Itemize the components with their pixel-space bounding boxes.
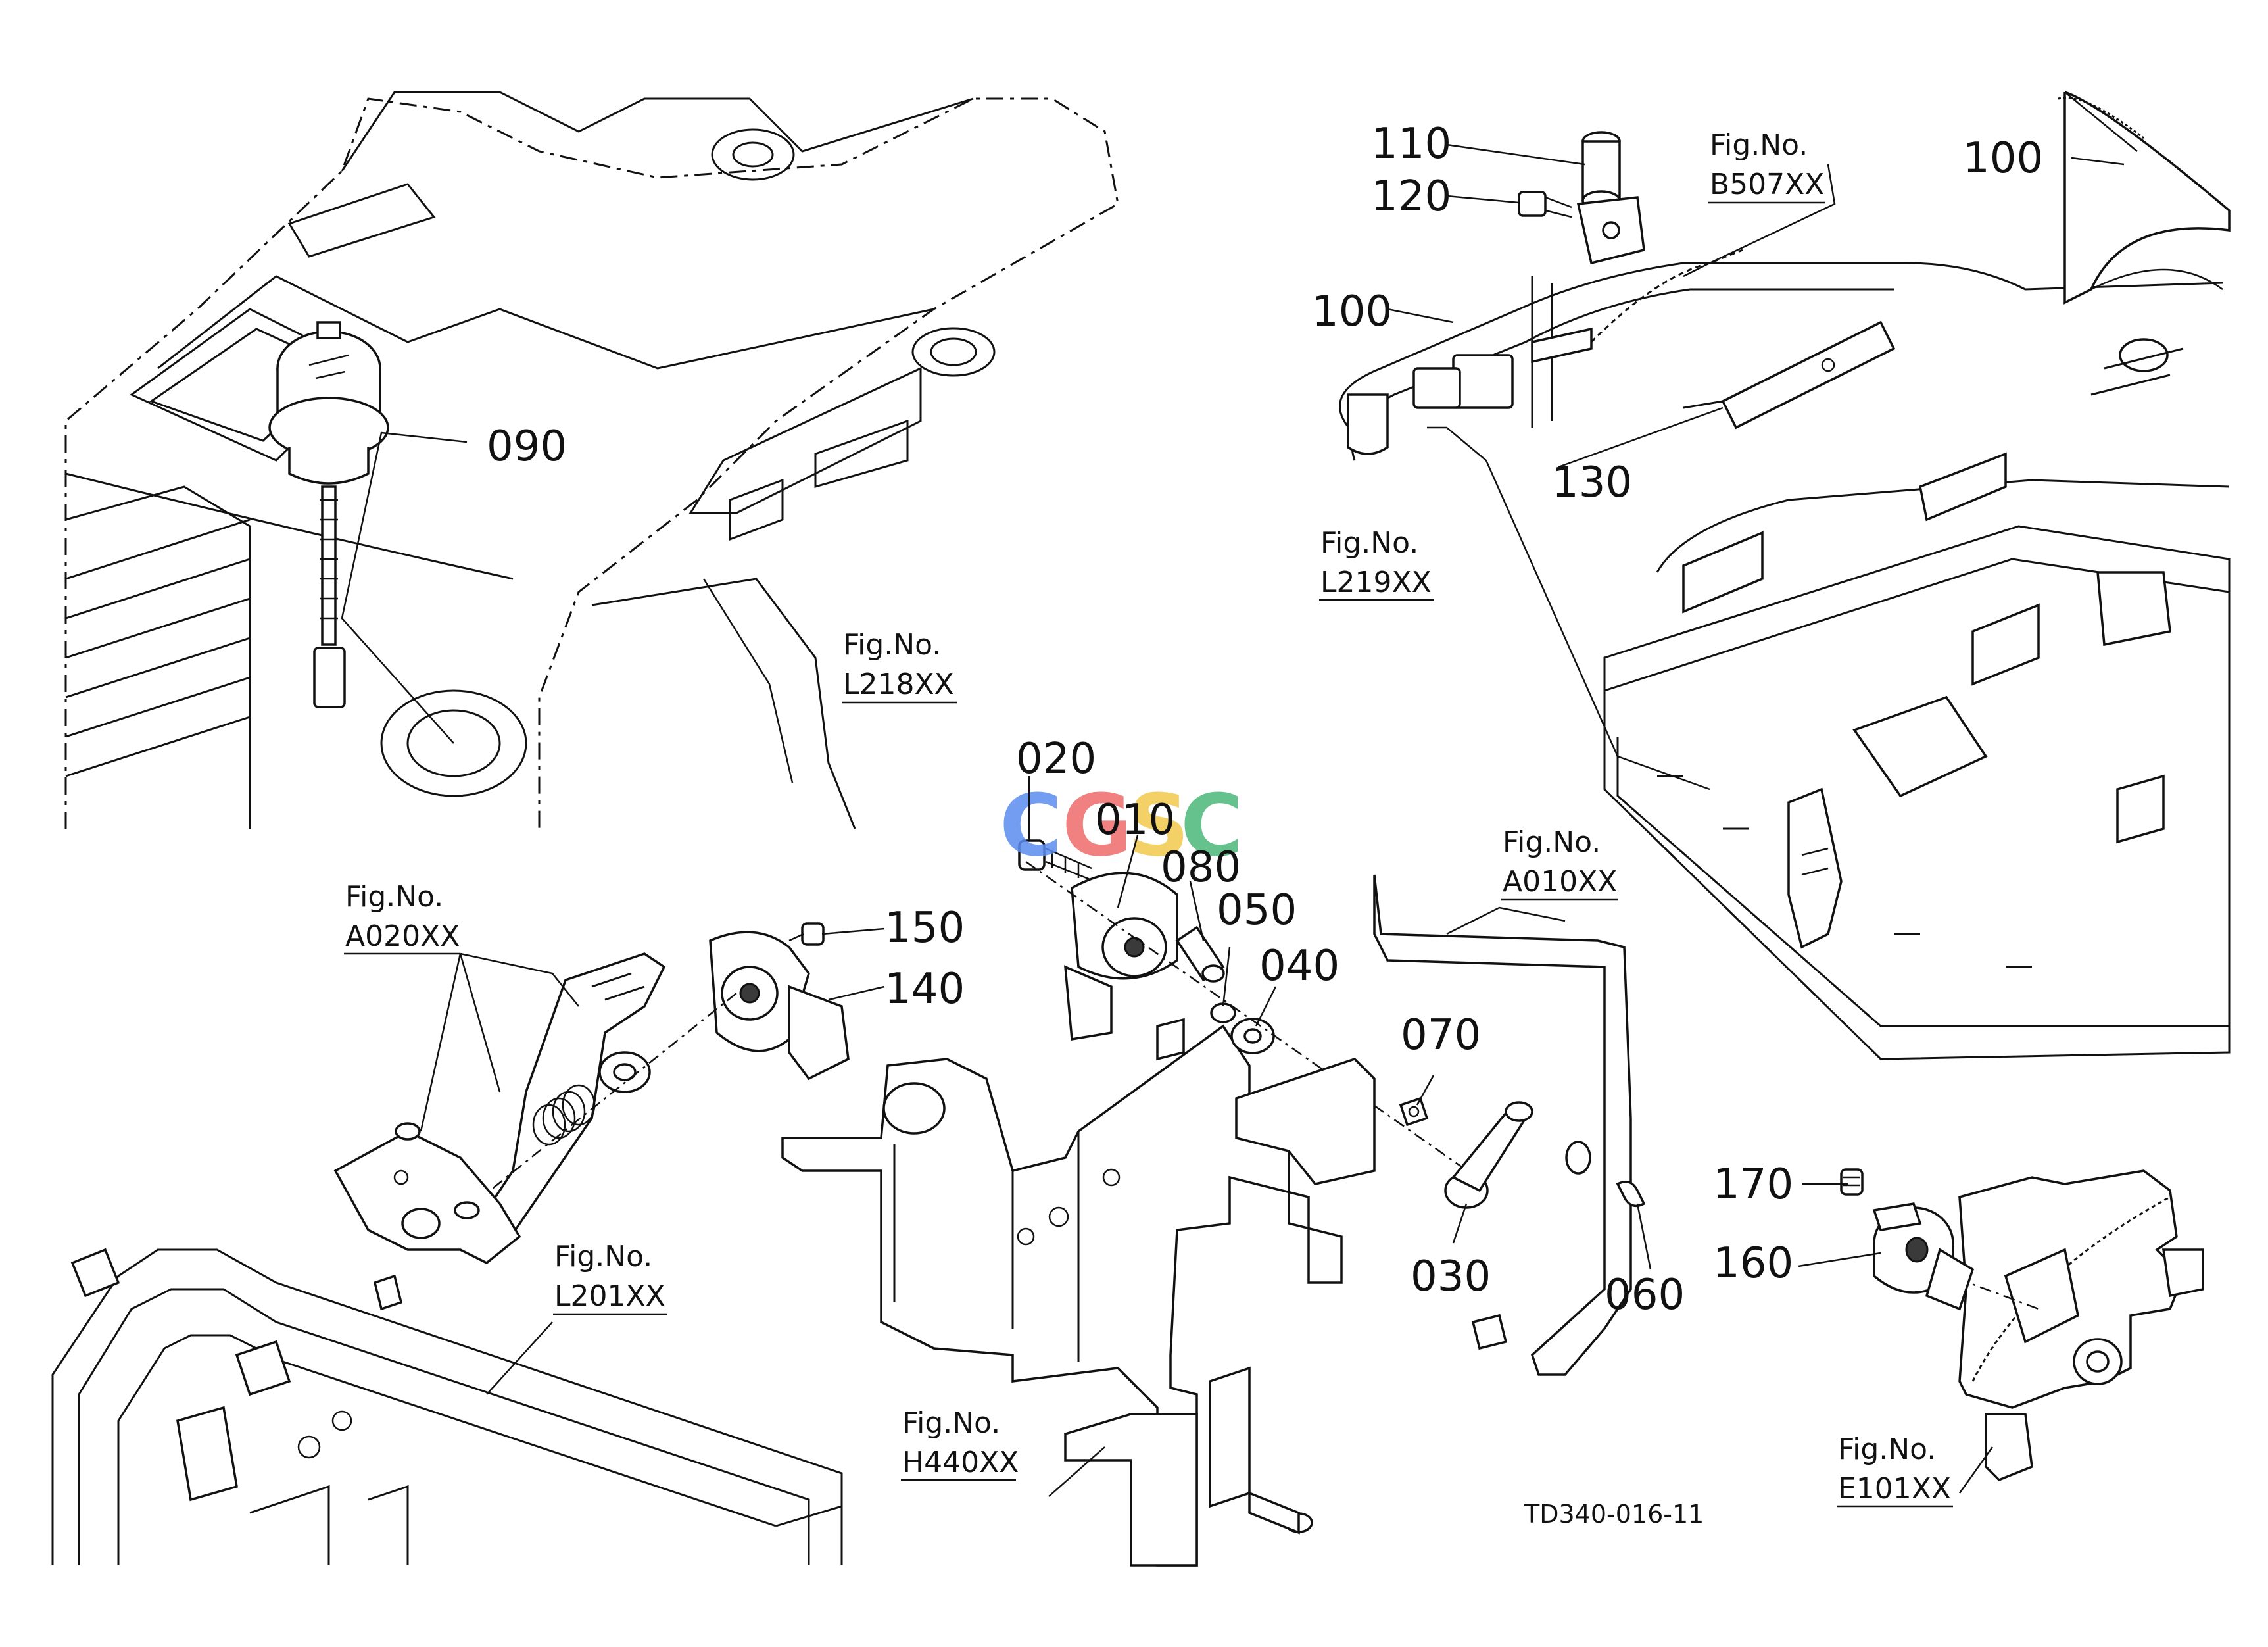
sensor-140 [709, 931, 850, 1081]
label-010: 010 [1095, 796, 1175, 845]
label-160: 160 [1713, 1239, 1793, 1288]
bolt-150 [788, 922, 825, 946]
throttle-linkage-assembly [333, 922, 850, 1311]
fig-ref-E101: Fig.No. E101XX [1837, 1433, 1953, 1508]
bolt-120 [1518, 191, 1572, 218]
label-090: 090 [487, 422, 567, 471]
frame-assembly [51, 1248, 843, 1565]
label-100-right: 100 [1963, 134, 2043, 183]
svg-text:Fig.No.: Fig.No. [1503, 825, 1601, 859]
fig-ref-H440: Fig.No. H440XX [901, 1406, 1019, 1481]
solenoid-110 [1576, 131, 1645, 265]
figure-references: Fig.No. L218XX Fig.No. B507XX Fig.No. L2… [344, 128, 1953, 1508]
fig-ref-A020: Fig.No. A020XX [344, 880, 460, 955]
part-labels: 010 020 030 040 050 060 070 080 090 100 … [487, 120, 2043, 1319]
cable-tie-100-right [2058, 91, 2231, 305]
label-100-left: 100 [1312, 287, 1392, 336]
label-070: 070 [1401, 1011, 1481, 1060]
key-switch-090 [268, 321, 389, 708]
sensor-010 [1063, 872, 1178, 1041]
fender-console-assembly [64, 91, 1119, 829]
wiring-harness-assembly [1339, 91, 2231, 1060]
svg-text:A010XX: A010XX [1503, 865, 1617, 898]
fig-ref-L218: Fig.No. L218XX [842, 628, 957, 704]
washer-040 [1230, 1018, 1275, 1054]
label-110: 110 [1371, 120, 1451, 168]
leader-lines [341, 143, 2125, 1497]
label-080: 080 [1161, 843, 1241, 892]
label-130: 130 [1552, 458, 1632, 507]
svg-text:L201XX: L201XX [554, 1279, 665, 1313]
svg-text:Fig.No.: Fig.No. [1838, 1433, 1936, 1466]
label-150: 150 [884, 904, 965, 952]
svg-text:Fig.No.: Fig.No. [902, 1406, 1000, 1440]
svg-text:L219XX: L219XX [1320, 566, 1432, 599]
label-120: 120 [1371, 172, 1451, 221]
svg-text:C: C [1180, 775, 1243, 875]
svg-text:Fig.No.: Fig.No. [843, 628, 941, 662]
fig-ref-B507: Fig.No. B507XX [1708, 128, 1825, 204]
svg-text:G: G [1062, 775, 1132, 875]
fig-ref-L219: Fig.No. L219XX [1319, 526, 1434, 601]
svg-text:C: C [1000, 775, 1062, 875]
svg-text:L218XX: L218XX [843, 668, 954, 701]
svg-text:Fig.No.: Fig.No. [554, 1240, 652, 1273]
lever-030 [1444, 1101, 1533, 1209]
cotter-pin-060 [1616, 1180, 1646, 1208]
bolt-170 [1840, 1168, 1864, 1196]
sector-sensor-assembly [1840, 1168, 2204, 1482]
label-060: 060 [1604, 1271, 1685, 1319]
label-050: 050 [1217, 886, 1297, 935]
label-030: 030 [1411, 1252, 1491, 1301]
fig-ref-A010: Fig.No. A010XX [1501, 825, 1618, 901]
watermark-logo: C G S C [1000, 775, 1243, 875]
nut-070 [1399, 1096, 1429, 1127]
torsion-spring [532, 1084, 596, 1146]
svg-text:S: S [1128, 775, 1190, 875]
svg-text:E101XX: E101XX [1838, 1472, 1951, 1506]
svg-text:Fig.No.: Fig.No. [345, 880, 443, 914]
svg-text:Fig.No.: Fig.No. [1320, 526, 1418, 560]
svg-text:Fig.No.: Fig.No. [1710, 128, 1808, 162]
sensor-160 [1872, 1202, 1975, 1311]
drawing-code: TD340-016-11 [1524, 1500, 1704, 1529]
label-140: 140 [884, 965, 965, 1014]
fig-ref-L201: Fig.No. L201XX [553, 1240, 667, 1315]
svg-text:H440XX: H440XX [902, 1446, 1019, 1479]
svg-text:B507XX: B507XX [1710, 168, 1824, 201]
svg-text:A020XX: A020XX [345, 920, 460, 953]
label-020: 020 [1016, 735, 1096, 783]
label-170: 170 [1713, 1160, 1793, 1209]
throttle-sensor-assembly [781, 839, 1646, 1567]
label-040: 040 [1259, 942, 1339, 991]
collar-080 [1175, 925, 1225, 983]
